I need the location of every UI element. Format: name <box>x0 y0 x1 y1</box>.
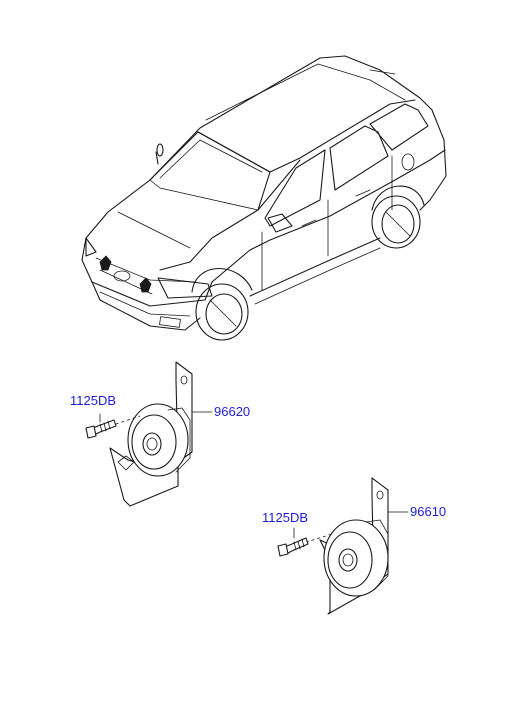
bolt-lower <box>277 527 333 557</box>
bolt-upper <box>85 413 141 439</box>
horn-high-label: 96610 <box>410 504 447 519</box>
bolt-upper-label: 1125DB <box>70 393 117 408</box>
bolt-lower-label: 1125DB <box>262 510 309 525</box>
horn-low-assembly <box>109 361 213 507</box>
horn-high-assembly <box>319 477 409 615</box>
vehicle-illustration <box>81 55 447 341</box>
horn-low-label: 96620 <box>214 404 251 419</box>
